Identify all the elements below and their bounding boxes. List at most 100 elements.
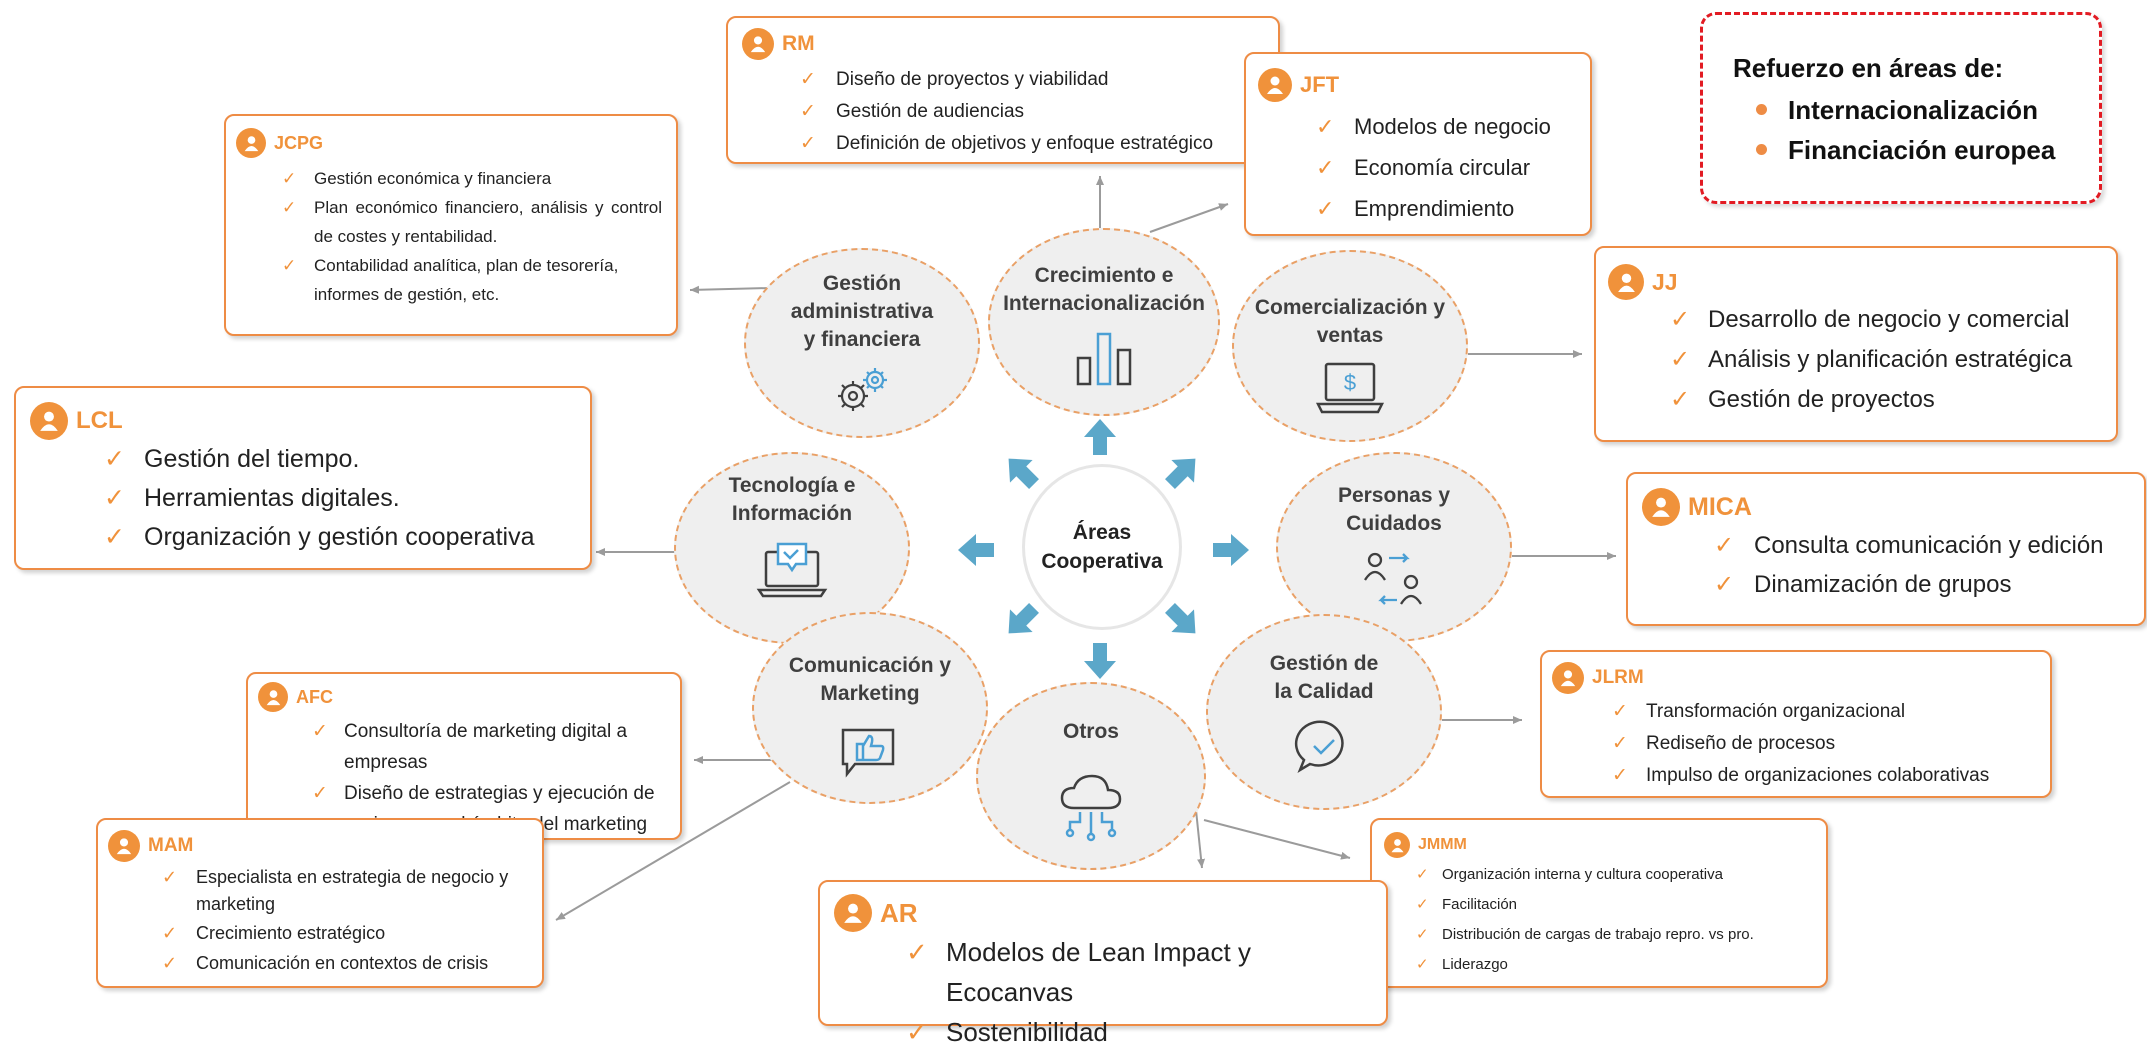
card-item: ✓Especialista en estrategia de negocio y…: [162, 864, 512, 918]
card-item: ✓Análisis y planificación estratégica: [1670, 340, 2104, 380]
card-item-text: Consultoría de marketing digital a empre…: [344, 721, 628, 773]
card-item: ✓Dinamización de grupos: [1714, 565, 2132, 604]
card-item: ✓Comunicación en contextos de crisis: [162, 948, 512, 978]
card-header: JLRM: [1552, 662, 2038, 694]
card-jlrm: JLRM ✓Transformación organizacional ✓Red…: [1540, 650, 2052, 798]
card-item: ✓Modelos de Lean Impact y Ecocanvas: [906, 932, 1374, 1012]
card-header: JMMM: [1384, 832, 1816, 858]
area-title: Tecnología e Información: [715, 472, 870, 528]
person-icon: [1608, 264, 1644, 300]
card-list: ✓Modelos de Lean Impact y Ecocanvas ✓ Sos…: [906, 932, 1374, 1052]
card-item-text: Facilitación: [1442, 896, 1518, 913]
card-item-text: Análisis y planificación estratégica: [1708, 346, 2073, 373]
card-item: ✓Economía circular: [1316, 147, 1578, 188]
card-item-text: Modelos de negocio: [1354, 114, 1551, 139]
card-item-text: Emprendimiento: [1354, 196, 1515, 221]
card-header: AR: [834, 894, 1374, 932]
card-item: ✓Crecimiento estratégico: [162, 918, 512, 948]
area-title-line: Cuidados: [1346, 512, 1442, 535]
person-icon: [30, 402, 68, 440]
area-gestion-calidad: Gestión de la Calidad: [1206, 614, 1442, 810]
bullet-icon: [1756, 104, 1767, 115]
card-item-text: Especialista en estrategia de negocio y …: [196, 867, 509, 914]
connector-line: [689, 285, 771, 294]
card-item-text: Definición de objetivos y enfoque estrat…: [836, 133, 1214, 154]
connector-layer: [555, 176, 1616, 921]
card-item: ✓ Sostenibilidad: [906, 1012, 1374, 1052]
area-title-line: Comercialización y: [1254, 296, 1446, 319]
card-ar: AR ✓Modelos de Lean Impact y Ecocanvas ✓…: [818, 880, 1388, 1047]
card-item-text: Organización y gestión cooperativa: [144, 523, 535, 551]
card-header: RM: [742, 28, 1266, 60]
connector-line: [1195, 809, 1206, 869]
card-lcl: LCL ✓Gestión del tiempo. ✓Herramientas d…: [14, 386, 592, 570]
connector-line: [555, 781, 791, 921]
area-otros: Otros: [976, 682, 1206, 870]
check-icon: ✓: [1416, 866, 1429, 883]
card-list: ✓Desarrollo de negocio y comercial ✓Anál…: [1670, 300, 2104, 420]
card-list: ✓ Diseño de proyectos y viabilidad ✓Gesti…: [800, 64, 1266, 160]
area-title: Gestión de la Calidad: [1256, 650, 1393, 706]
check-icon: ✓: [1316, 196, 1335, 221]
check-icon: ✓: [1612, 701, 1628, 722]
person-icon: [1258, 68, 1292, 102]
connector-line: [1149, 203, 1229, 233]
card-name: MAM: [148, 835, 194, 856]
callout-item: Financiación europea: [1733, 130, 2099, 170]
bar-chart-icon: [1072, 328, 1136, 393]
card-item-text: Gestión del tiempo.: [144, 445, 360, 473]
card-jft: JFT ✓Modelos de negocio ✓Economía circul…: [1244, 52, 1592, 236]
card-item: ✓Consulta comunicación y edición: [1714, 526, 2132, 565]
area-title: Comercialización y ventas: [1241, 294, 1459, 350]
area-title-line: Crecimiento e: [1034, 264, 1174, 287]
card-item-text: Plan económico financiero, análisis y co…: [314, 198, 662, 246]
card-item-text: Modelos de Lean Impact y Ecocanvas: [946, 937, 1251, 1007]
callout-item-text: Internacionalización: [1788, 95, 2038, 125]
area-title-line: Personas y: [1337, 484, 1451, 507]
card-list: ✓Organización interna y cultura cooperat…: [1416, 860, 1816, 980]
gears-icon: [831, 364, 893, 421]
area-title-line: Información: [731, 502, 853, 525]
card-item-text: Distribución de cargas de trabajo repro.…: [1442, 926, 1754, 943]
area-title: Personas y Cuidados: [1324, 482, 1464, 538]
card-item: ✓Modelos de negocio: [1316, 106, 1578, 147]
direction-arrow: [1213, 534, 1249, 566]
check-icon: ✓: [1670, 386, 1691, 413]
cloud-network-icon: [1058, 770, 1124, 849]
check-icon: ✓: [800, 69, 816, 90]
card-item-text: Rediseño de procesos: [1646, 733, 1836, 754]
direction-arrow: [1008, 603, 1039, 634]
check-icon: ✓: [282, 198, 297, 217]
card-item-text: Impulso de organizaciones colaborativas: [1646, 765, 1990, 786]
check-icon: ✓: [800, 133, 816, 154]
card-item: ✓Gestión de audiencias: [800, 96, 1266, 128]
check-icon: ✓: [1416, 896, 1429, 913]
area-comercializacion-ventas: Comercialización y ventas $: [1232, 250, 1468, 442]
card-item-text: Dinamización de grupos: [1754, 571, 2012, 598]
card-item: ✓ Emprendimiento: [1316, 188, 1578, 229]
laptop-dollar-icon: $: [1314, 360, 1386, 421]
card-item-text: Crecimiento estratégico: [196, 923, 386, 943]
card-item-text: Diseño de proyectos y viabilidad: [836, 69, 1109, 90]
thumbs-up-chat-icon: [837, 718, 903, 785]
area-title-line: Gestión: [822, 272, 902, 295]
card-list: ✓Especialista en estrategia de negocio y…: [162, 864, 512, 978]
callout-item-text: Financiación europea: [1788, 135, 2056, 165]
card-item-text: Contabilidad analítica, plan de tesorerí…: [314, 256, 619, 304]
check-icon: ✓: [906, 1017, 928, 1047]
card-item-text: Transformación organizacional: [1646, 701, 1906, 722]
direction-arrow: [958, 534, 994, 566]
area-title-line: ventas: [1316, 324, 1384, 347]
people-exchange-icon: [1361, 548, 1427, 615]
direction-arrow: [1084, 643, 1116, 679]
card-item-text: Sostenibilidad: [946, 1017, 1108, 1047]
check-chat-icon: [1294, 716, 1354, 781]
card-list: ✓Gestión del tiempo. ✓Herramientas digit…: [104, 440, 578, 557]
card-list: ✓Consulta comunicación y edición ✓Dinami…: [1714, 526, 2132, 604]
card-list: ✓Transformación organizacional ✓Rediseño…: [1612, 696, 2038, 792]
person-icon: [834, 894, 872, 932]
card-item: ✓Herramientas digitales.: [104, 479, 578, 518]
card-item: ✓ Plan económico financiero, análisis y c…: [282, 193, 662, 251]
area-title-line: Tecnología e: [728, 474, 856, 497]
card-header: MICA: [1642, 488, 2132, 526]
